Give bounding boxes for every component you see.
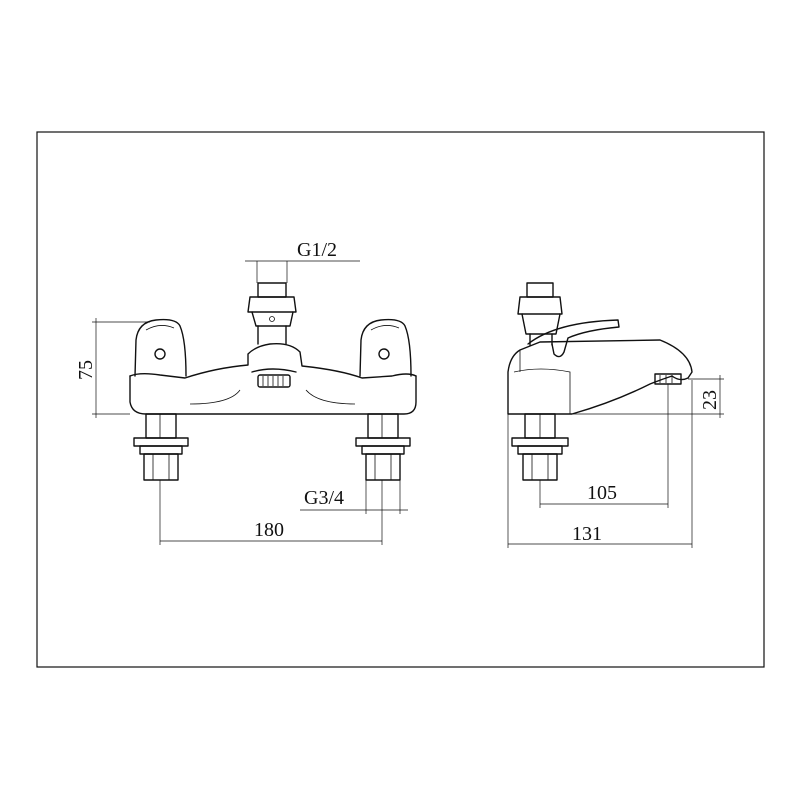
height-dimension-label: 75 bbox=[75, 360, 97, 380]
drawing-frame bbox=[36, 131, 765, 668]
front-view bbox=[129, 282, 417, 481]
thread-bottom-label: G3/4 bbox=[304, 487, 344, 509]
thread-top-label: G1/2 bbox=[297, 239, 337, 261]
centres-dimension-label: 180 bbox=[254, 519, 284, 541]
side-view bbox=[507, 282, 693, 481]
outlet-height-label: 23 bbox=[699, 390, 721, 410]
front-view-dimensions bbox=[92, 260, 408, 545]
depth-dimension-label: 131 bbox=[572, 523, 602, 545]
reach-dimension-label: 105 bbox=[587, 482, 617, 504]
side-view-dimensions bbox=[507, 375, 724, 548]
